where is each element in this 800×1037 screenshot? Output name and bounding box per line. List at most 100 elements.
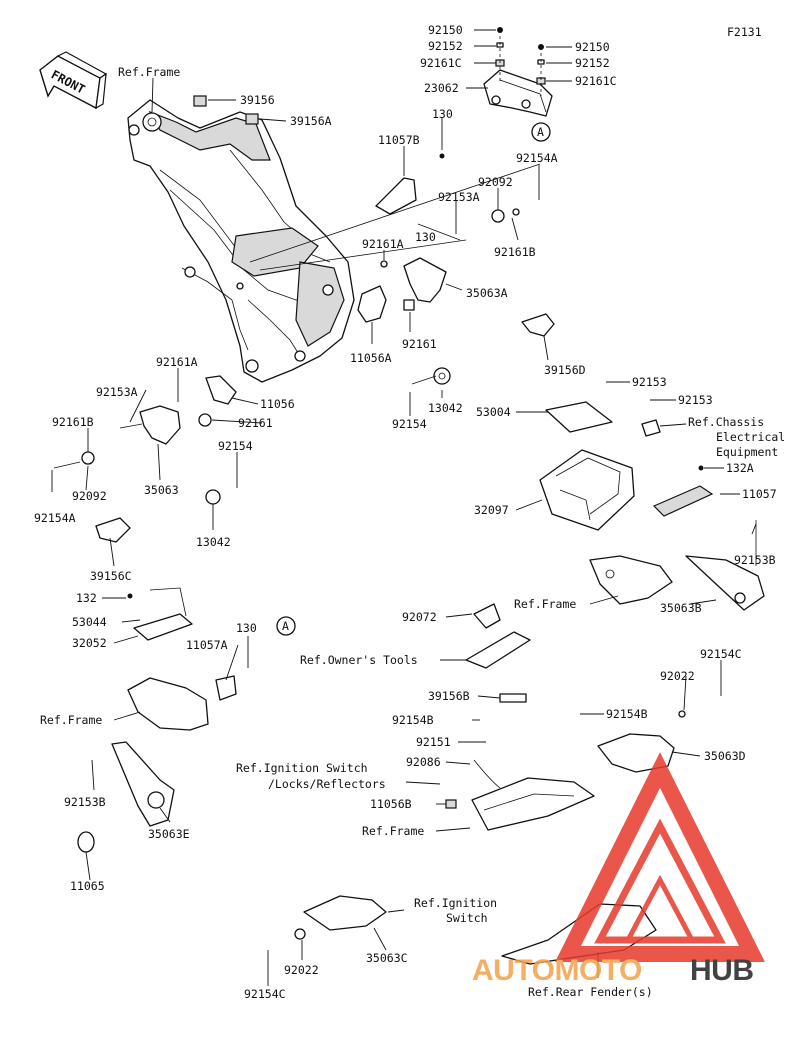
label-23062: 23062 <box>424 81 459 95</box>
label-35063d: 35063D <box>704 749 746 763</box>
label-92072: 92072 <box>402 610 437 624</box>
label-132: 132 <box>76 591 97 605</box>
chassis-bracket <box>641 419 661 437</box>
label-35063: 35063 <box>144 483 179 497</box>
label-35063a: 35063A <box>466 286 508 300</box>
label-92161a-b: 92161A <box>156 355 198 369</box>
label-32097: 32097 <box>474 503 509 517</box>
ref-chassis-1: Ref.Chassis <box>688 415 764 429</box>
label-92154b-b: 92154B <box>606 707 648 721</box>
ref-ignition-1: Ref.Ignition <box>414 896 497 910</box>
strip-11057 <box>652 485 714 517</box>
label-92154-b: 92154 <box>218 439 253 453</box>
label-11057: 11057 <box>742 487 777 501</box>
label-39156a: 39156A <box>290 114 332 128</box>
label-11057a: 11057A <box>186 638 228 652</box>
label-92161: 92161 <box>402 337 437 351</box>
battery-tray-32097 <box>539 401 635 531</box>
strip-11057b <box>375 177 417 215</box>
label-92086: 92086 <box>406 755 441 769</box>
ref-ignition-2: Switch <box>446 911 488 925</box>
label-92154c-b: 92154C <box>244 987 286 1001</box>
label-92154a: 92154A <box>516 151 558 165</box>
label-92022-b: 92022 <box>284 963 319 977</box>
bracket-32052 <box>127 587 193 641</box>
label-53044: 53044 <box>72 615 107 629</box>
damper-39156c <box>95 517 131 543</box>
automotohub-watermark-logo: AUTOMOTO HUB <box>472 752 765 987</box>
label-53004: 53004 <box>476 405 511 419</box>
label-35063e: 35063E <box>148 827 190 841</box>
bracket-35063a <box>357 208 520 385</box>
label-92161b: 92161B <box>494 245 536 259</box>
circle-a-lower-text: A <box>282 619 289 633</box>
label-11056a: 11056A <box>350 351 392 365</box>
leader-lines <box>51 29 757 986</box>
label-13042: 13042 <box>428 401 463 415</box>
damper-39156a <box>245 113 259 125</box>
label-92152-b: 92152 <box>575 56 610 70</box>
label-92153b-b: 92153B <box>64 795 106 809</box>
bolt-stack-left <box>495 27 505 84</box>
ref-owners-tools: Ref.Owner's Tools <box>300 653 418 667</box>
label-92154: 92154 <box>392 417 427 431</box>
label-13042-b: 13042 <box>196 535 231 549</box>
callout-labels: Ref.Frame 39156 39156A 130 11057B 92150 … <box>34 23 785 1001</box>
label-92153: 92153 <box>632 375 667 389</box>
ref-frame-top: Ref.Frame <box>118 65 180 79</box>
label-39156c: 39156C <box>90 569 132 583</box>
label-92161c: 92161C <box>420 56 462 70</box>
circle-a-lower <box>276 616 296 636</box>
label-92150-b: 92150 <box>575 40 610 54</box>
figure-code: F2131 <box>727 25 762 39</box>
ref-ignition-locks-1: Ref.Ignition Switch <box>236 761 368 775</box>
damper-39156 <box>193 95 207 107</box>
label-92153a: 92153A <box>438 190 480 204</box>
label-130: 130 <box>432 107 453 121</box>
label-92153b: 92153B <box>734 553 776 567</box>
label-92161a: 92161A <box>362 237 404 251</box>
ref-rear-fender: Ref.Rear Fender(s) <box>528 985 653 999</box>
label-92154b: 92154B <box>392 713 434 727</box>
label-92150: 92150 <box>428 23 463 37</box>
label-39156d: 39156D <box>544 363 586 377</box>
label-92151: 92151 <box>416 735 451 749</box>
label-92153-b: 92153 <box>678 393 713 407</box>
label-35063c: 35063C <box>366 951 408 965</box>
label-11057b: 11057B <box>378 133 420 147</box>
label-132a: 132A <box>726 461 754 475</box>
bracket-35063e <box>77 675 237 853</box>
ref-frame-right: Ref.Frame <box>514 597 576 611</box>
label-92154c: 92154C <box>700 647 742 661</box>
damper-39156d <box>521 313 555 337</box>
ref-chassis-2: Electrical <box>716 430 785 444</box>
label-92022: 92022 <box>660 669 695 683</box>
ref-frame-left: Ref.Frame <box>40 713 102 727</box>
label-35063b: 35063B <box>660 601 702 615</box>
label-92092: 92092 <box>478 175 513 189</box>
ref-ignition-locks-2: /Locks/Reflectors <box>268 777 386 791</box>
rear-tray-assembly <box>294 603 686 940</box>
bracket-23062 <box>483 69 553 117</box>
label-130-c: 130 <box>236 621 257 635</box>
label-39156b: 39156B <box>428 689 470 703</box>
label-11056: 11056 <box>260 397 295 411</box>
bolt-stack-right <box>536 44 546 96</box>
circle-a-upper <box>531 122 551 142</box>
label-92161c-b: 92161C <box>575 74 617 88</box>
main-frame-drawing <box>127 99 355 383</box>
logo-text-dark: HUB <box>690 954 754 987</box>
label-39156: 39156 <box>240 93 275 107</box>
label-92092-b: 92092 <box>72 489 107 503</box>
label-130-b: 130 <box>415 230 436 244</box>
label-32052: 32052 <box>72 636 107 650</box>
label-11056b: 11056B <box>370 797 412 811</box>
label-92152: 92152 <box>428 39 463 53</box>
label-92161-b: 92161 <box>238 416 273 430</box>
front-arrow-icon: FRONT <box>39 51 108 110</box>
bracket-35063b <box>589 555 765 611</box>
label-92161b-b: 92161B <box>52 415 94 429</box>
label-11065: 11065 <box>70 879 105 893</box>
label-92154a-b: 92154A <box>34 511 76 525</box>
